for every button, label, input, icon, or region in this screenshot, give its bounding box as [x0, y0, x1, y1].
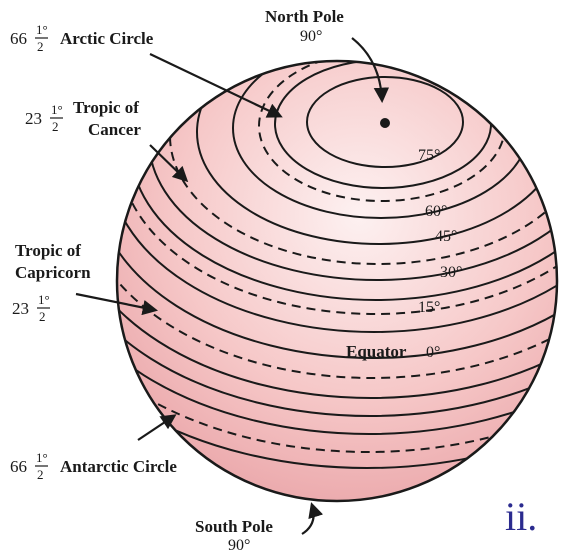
- southern-latitude-line-3: [117, 61, 557, 435]
- cancer-frac-denominator: 2: [52, 119, 59, 134]
- southern-latitude-line-4: [117, 61, 557, 469]
- capricorn-frac-denominator: 2: [39, 309, 46, 324]
- arctic-frac-denominator: 2: [37, 39, 44, 54]
- antarctic-circle-arrow: [137, 414, 177, 441]
- latitude-label-60: 60°: [425, 203, 447, 220]
- latitude-45-line: [196, 61, 557, 245]
- cancer-frac-numerator: 1°: [51, 102, 63, 117]
- tropic-of-cancer-label-line2: Cancer: [88, 120, 141, 139]
- north-pole-label: North Pole: [265, 7, 344, 26]
- southern-latitude-line-1: [117, 61, 557, 399]
- equator-label: Equator: [346, 342, 407, 361]
- tropic-of-capricorn-arrow: [75, 292, 159, 316]
- antarctic-whole-number: 66: [10, 457, 27, 476]
- arctic-whole-number: 66: [10, 29, 27, 48]
- arctic-frac-numerator: 1°: [36, 22, 48, 37]
- south-pole-arrow: [301, 502, 324, 535]
- latitude-label-15: 15°: [418, 299, 440, 316]
- tropic-of-cancer-arrow: [149, 144, 189, 183]
- figure-label: ii.: [505, 494, 537, 539]
- tropic-of-capricorn-line: [117, 61, 557, 379]
- arctic-circle-label: Arctic Circle: [60, 29, 154, 48]
- latitude-label-75: 75°: [418, 147, 440, 164]
- antarctic-frac-denominator: 2: [37, 467, 44, 482]
- latitude-75-line: [306, 76, 464, 168]
- tropic-of-capricorn-label-line1: Tropic of: [15, 241, 81, 260]
- south-pole-degree: 90°: [228, 537, 250, 554]
- equator-degree: 0°: [426, 344, 440, 361]
- tropic-of-cancer-label-line1: Tropic of: [73, 98, 139, 117]
- antarctic-frac-numerator: 1°: [36, 450, 48, 465]
- equator-line: [117, 61, 557, 359]
- north-pole-degree: 90°: [300, 28, 322, 45]
- arctic-circle-arrow: [149, 53, 283, 118]
- latitude-10-line: [117, 61, 557, 333]
- latitude-label-45: 45°: [435, 228, 457, 245]
- antarctic-circle-label: Antarctic Circle: [60, 457, 177, 476]
- southern-latitude-line-2: [117, 61, 557, 417]
- antarctic-circle-line: [117, 61, 557, 453]
- north-pole-arrow: [351, 37, 390, 104]
- south-pole-label: South Pole: [195, 517, 273, 536]
- globe-outline: [115, 59, 559, 503]
- latitude-label-30: 30°: [440, 264, 462, 281]
- tropic-of-capricorn-label-line2: Capricorn: [15, 263, 91, 282]
- cancer-whole-number: 23: [25, 109, 42, 128]
- capricorn-frac-numerator: 1°: [38, 292, 50, 307]
- north-pole-dot: [380, 118, 390, 128]
- capricorn-whole-number: 23: [12, 299, 29, 318]
